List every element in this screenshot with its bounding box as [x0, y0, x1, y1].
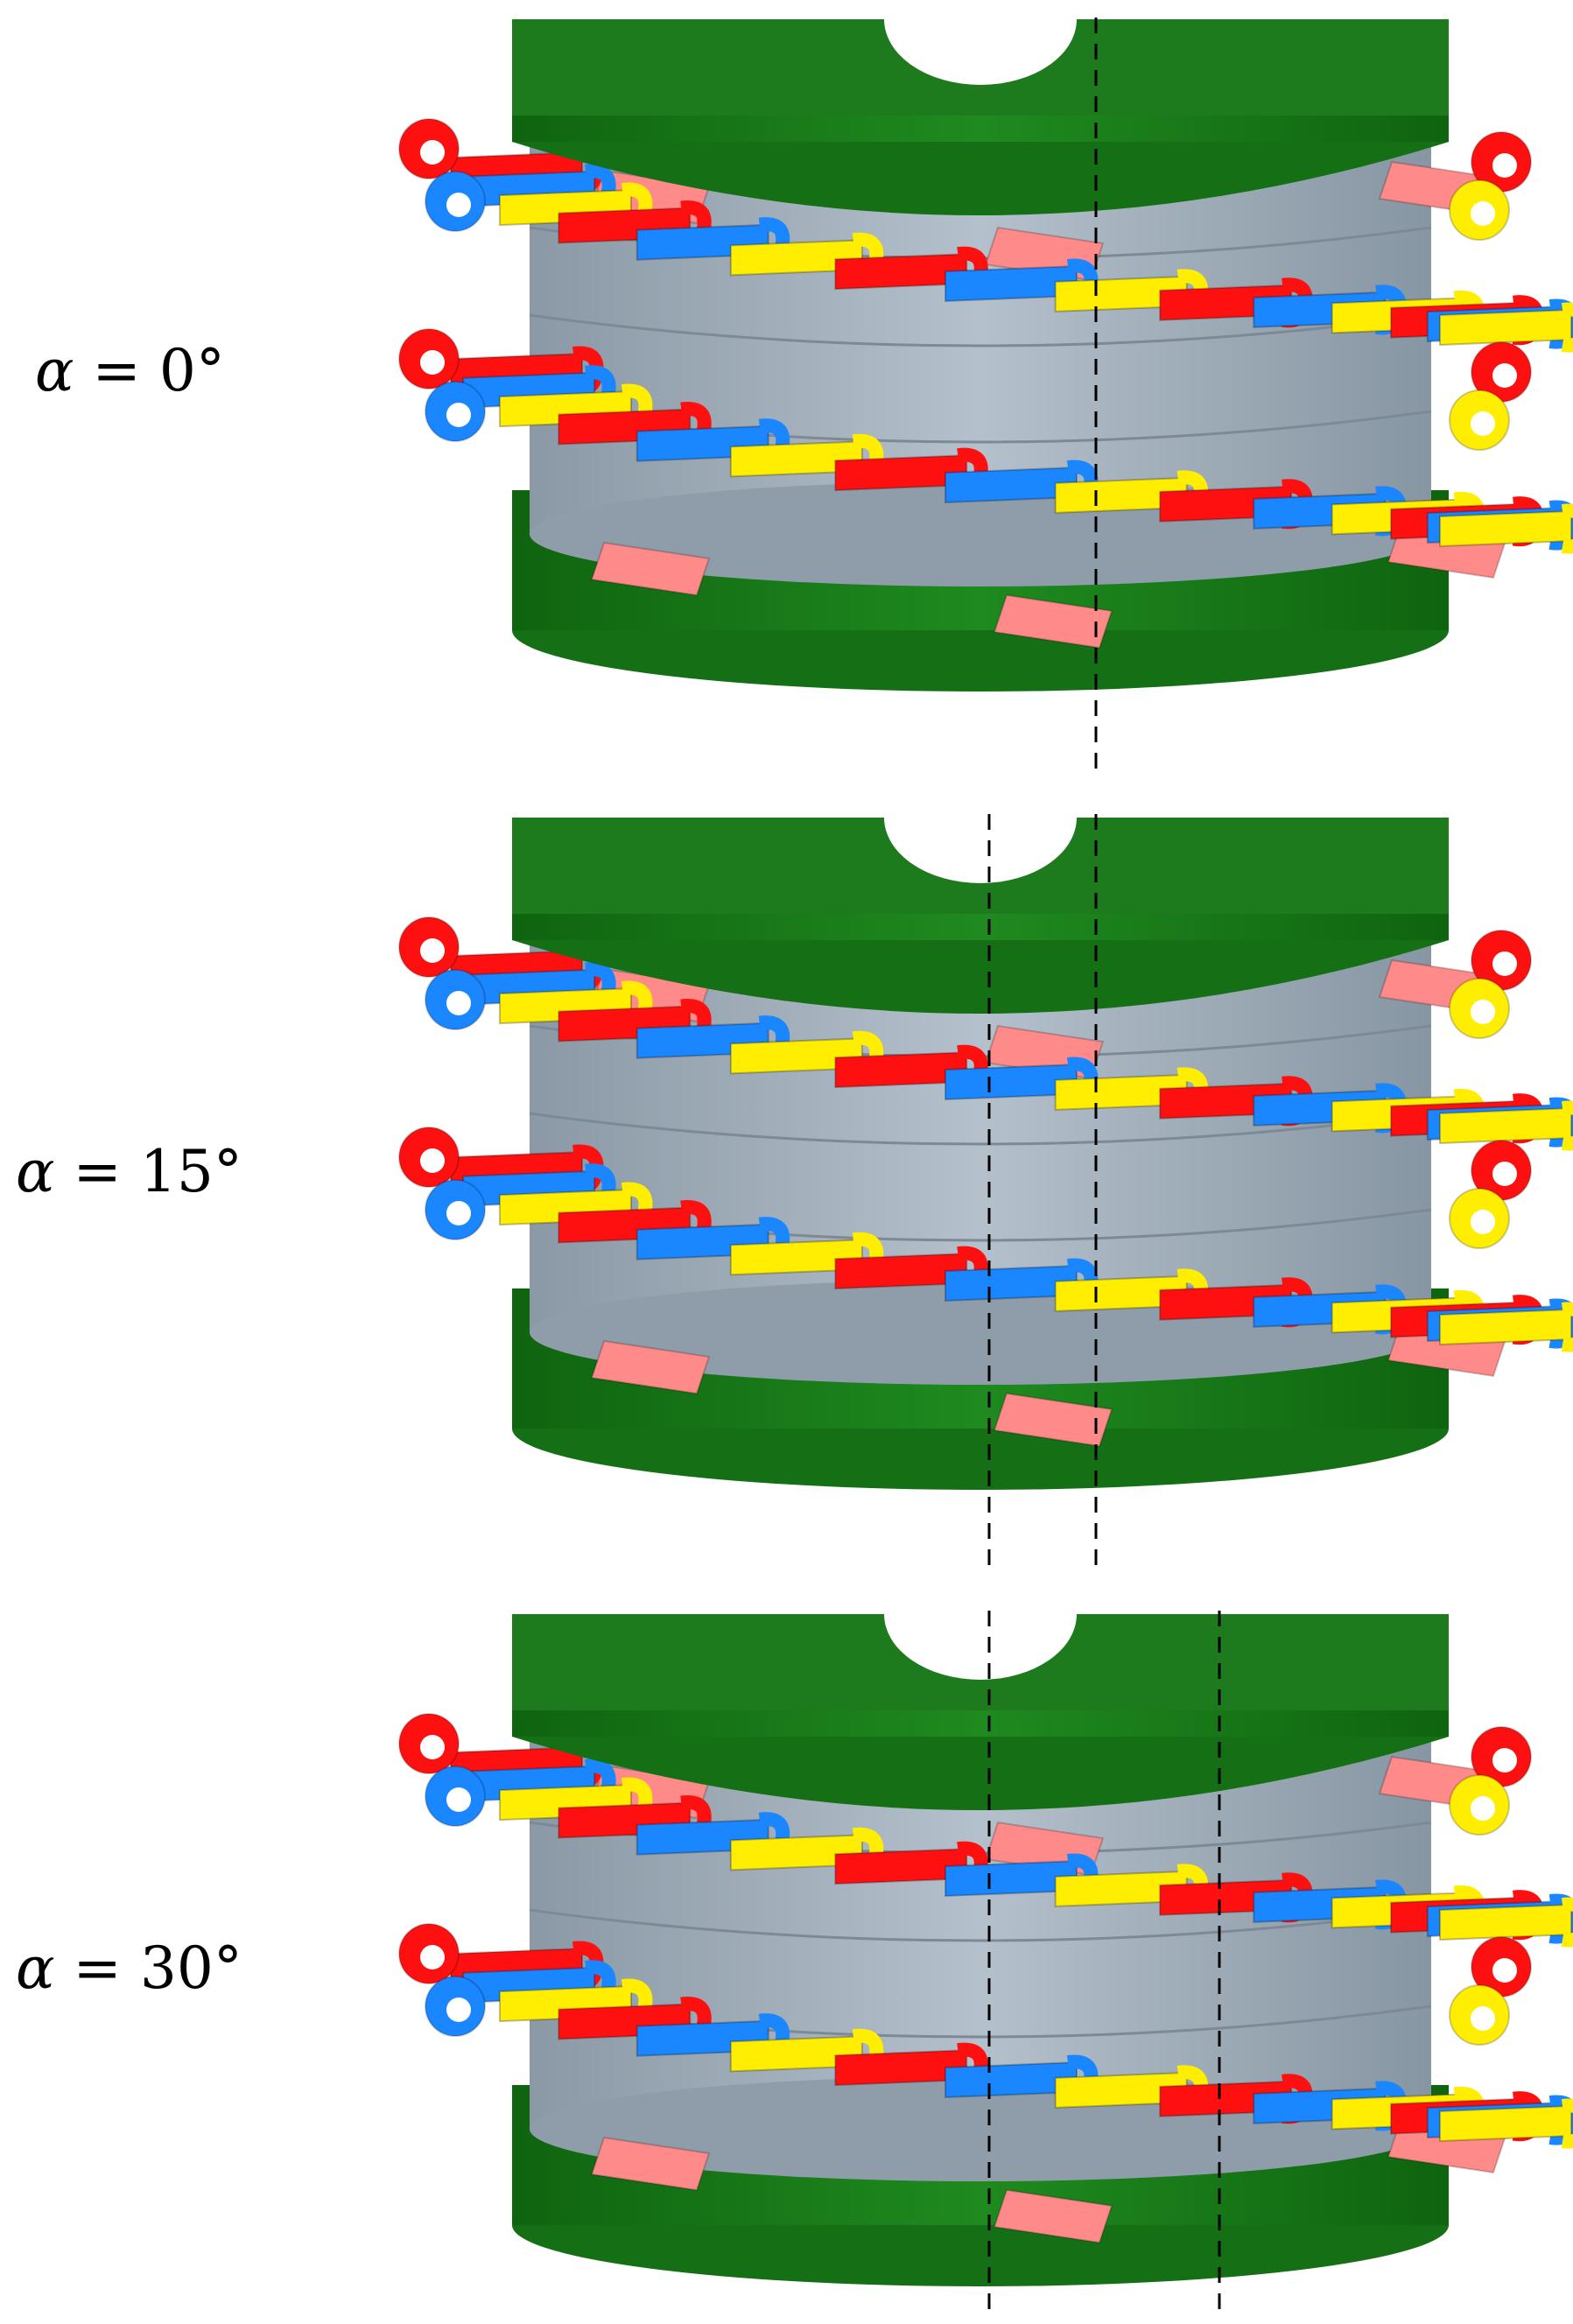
- core-ring-line: [529, 313, 1432, 348]
- upper-end-hook-eye: [1492, 153, 1517, 178]
- magnet-pad: [993, 2188, 1113, 2244]
- upper-end-hook-eye: [420, 140, 445, 165]
- panel-p30: [398, 1614, 1573, 2286]
- alpha-symbol: α: [35, 337, 74, 404]
- lower-end-hook-eye: [420, 1148, 445, 1173]
- lower-end-hook-eye: [1492, 363, 1517, 388]
- lower-end-hook-eye: [420, 1945, 445, 1969]
- top-disk-notch: [884, 818, 1077, 883]
- upper-end-hook-eye: [1492, 1748, 1517, 1773]
- magnet-pad: [993, 1392, 1113, 1448]
- top-disk-front: [512, 1737, 1449, 1810]
- alpha-symbol: α: [16, 1138, 55, 1205]
- upper-end-hook-eye: [420, 938, 445, 963]
- lower-chain-link: [1439, 509, 1572, 548]
- alpha-label-p15: α = 15°: [16, 1138, 242, 1205]
- upper-end-hook-eye: [1471, 201, 1495, 226]
- lower-end-hook-eye: [446, 403, 471, 427]
- upper-end-hook-eye: [420, 1735, 445, 1759]
- core-ring-line: [529, 1112, 1432, 1146]
- upper-end-hook-eye: [446, 1787, 471, 1812]
- top-disk-notch: [884, 1614, 1077, 1680]
- lower-end-hook-eye: [1471, 2006, 1495, 2031]
- upper-chain-link: [1439, 308, 1572, 347]
- lower-end-hook-eye: [1492, 1958, 1517, 1983]
- magnet-pad: [590, 541, 711, 597]
- panel-p0: [398, 19, 1573, 692]
- upper-chain-link: [1439, 1106, 1572, 1145]
- lower-end-hook-eye: [1471, 1210, 1495, 1234]
- top-disk-front: [512, 940, 1449, 1014]
- upper-end-hook-eye: [446, 991, 471, 1015]
- magnet-pad: [590, 1339, 711, 1395]
- magnet-pad: [590, 2136, 711, 2192]
- lower-end-hook-eye: [446, 1201, 471, 1225]
- top-disk-notch: [884, 19, 1077, 85]
- alpha-label-p30: α = 30°: [16, 1934, 242, 2002]
- lower-end-hook-eye: [420, 350, 445, 375]
- upper-end-hook-eye: [1492, 951, 1517, 976]
- alpha-value: = 15°: [54, 1138, 242, 1205]
- lower-chain-link: [1439, 1308, 1572, 1346]
- magnet-pad: [993, 593, 1113, 649]
- lower-chain-link: [1439, 2104, 1572, 2143]
- upper-end-hook-eye: [1471, 1000, 1495, 1024]
- alpha-symbol: α: [16, 1934, 55, 2002]
- alpha-label-p0: α = 0°: [35, 337, 225, 404]
- core-ring-line: [529, 1908, 1432, 1942]
- lower-end-hook-eye: [446, 1998, 471, 2022]
- alpha-value: = 30°: [54, 1934, 242, 2002]
- top-disk-front: [512, 142, 1449, 215]
- lower-end-hook-eye: [1471, 411, 1495, 436]
- upper-chain-link: [1439, 1903, 1572, 1941]
- panel-p15: [398, 818, 1573, 1490]
- upper-end-hook-eye: [446, 193, 471, 217]
- upper-end-hook-eye: [1471, 1796, 1495, 1821]
- alpha-value: = 0°: [74, 337, 225, 404]
- lower-end-hook-eye: [1492, 1162, 1517, 1186]
